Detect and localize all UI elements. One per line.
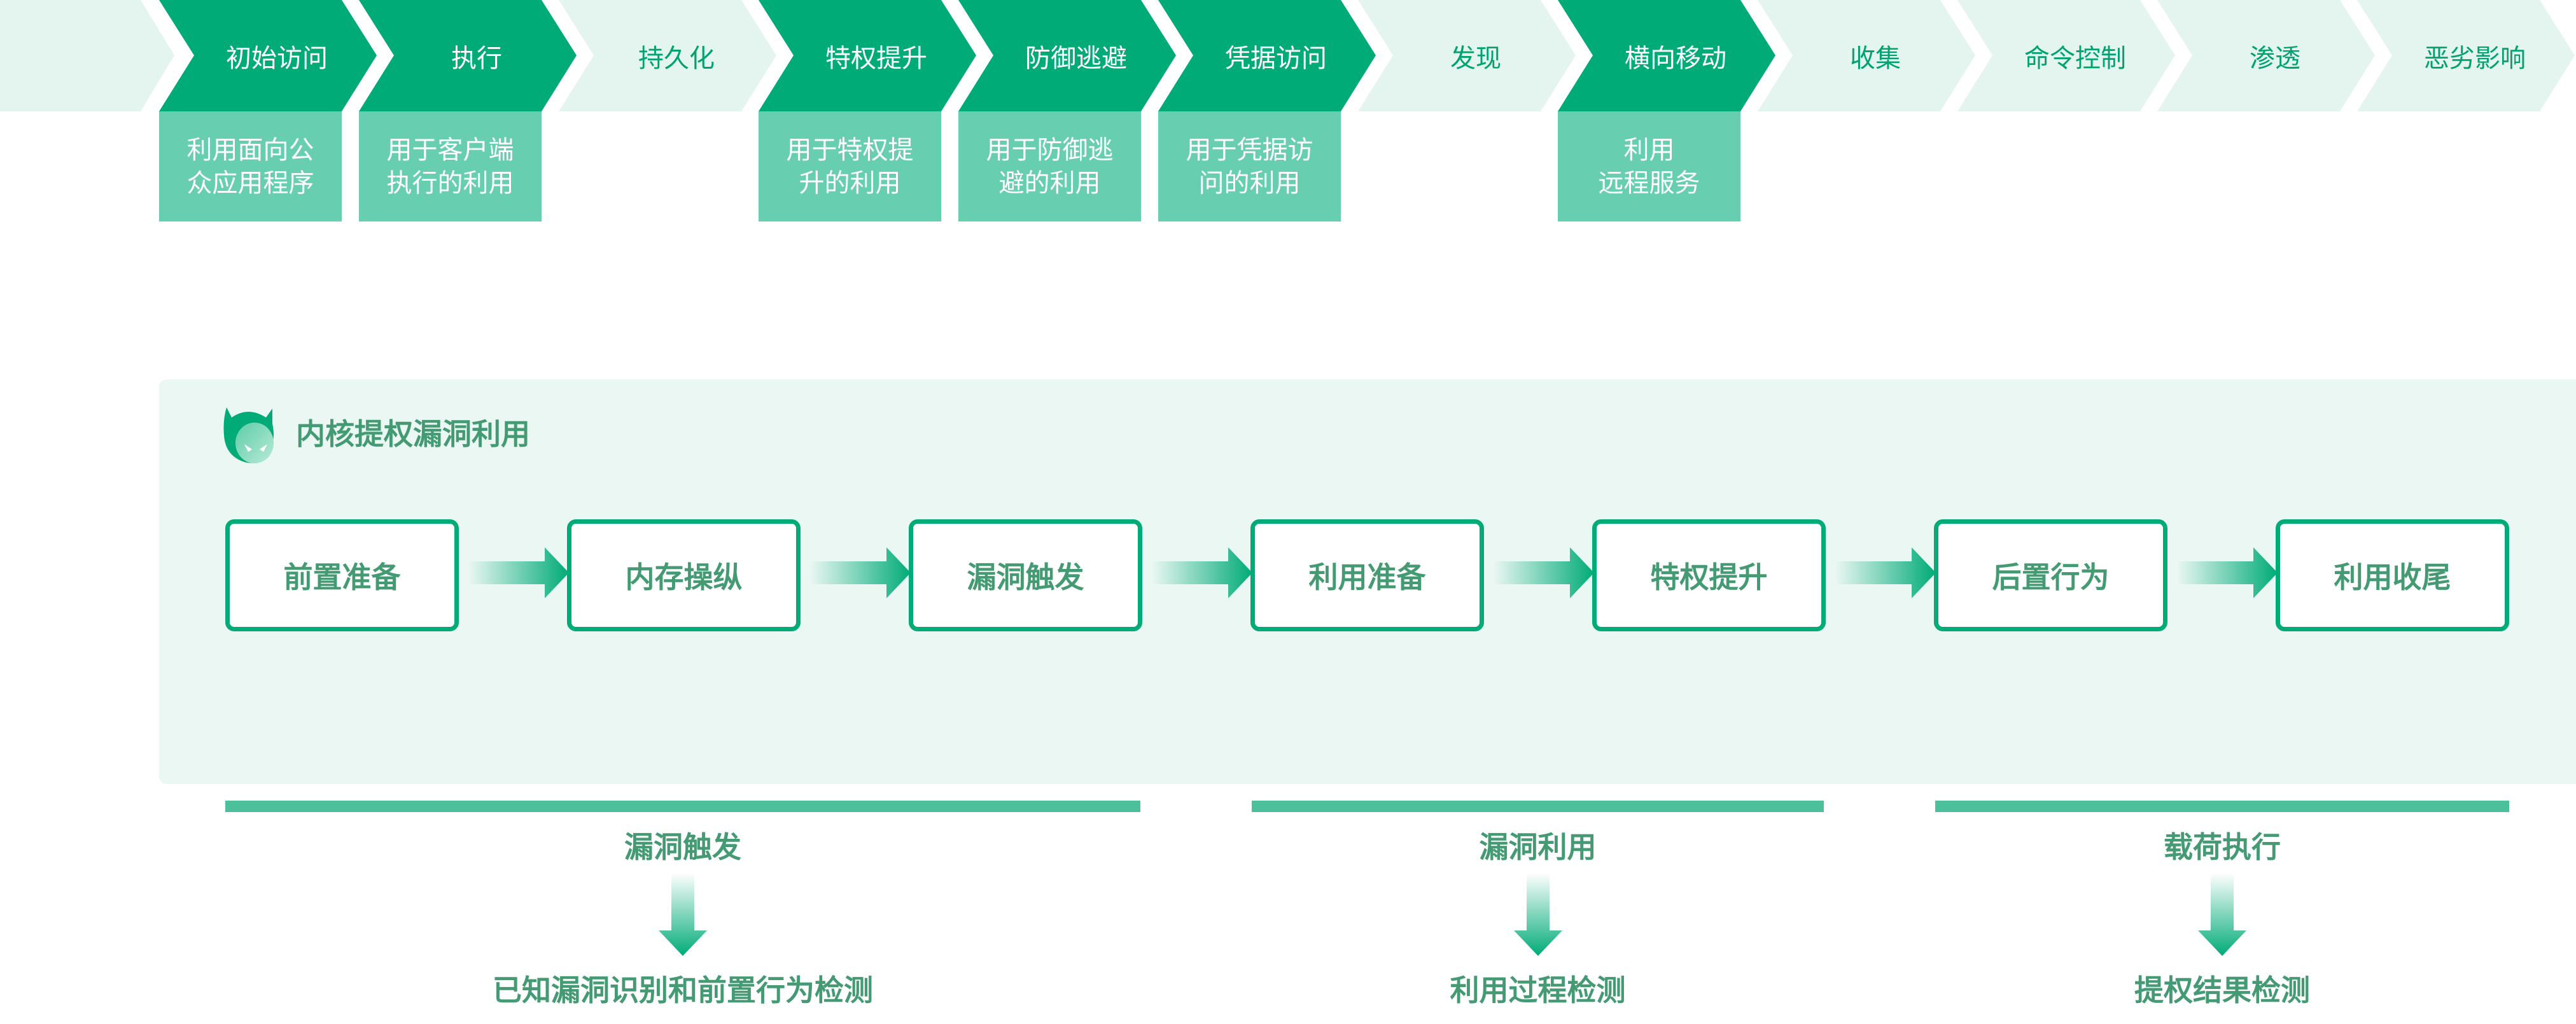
tactic-chevron[interactable]: 持久化 (559, 0, 776, 111)
tactic-chevron[interactable]: 防御逃避 (958, 0, 1176, 111)
phase-label: 漏洞触发 (624, 830, 741, 864)
devil-mask-icon (223, 407, 274, 463)
technique-box[interactable]: 用于特权提升的利用 (759, 111, 941, 221)
tactic-label: 恶劣影响 (2424, 43, 2526, 73)
arrow-right-icon (1835, 547, 1936, 598)
technique-line: 用于客户端 (386, 135, 514, 165)
detection-label: 提权结果检测 (2134, 973, 2310, 1007)
tactic-label: 特权提升 (825, 43, 927, 73)
tactic-chevron[interactable]: 执行 (359, 0, 577, 111)
phase-label: 载荷执行 (2164, 830, 2281, 864)
tactic-label: 初始访问 (226, 43, 328, 73)
tactic-chevron[interactable]: 横向移动 (1558, 0, 1775, 111)
tactic-label: 执行 (451, 43, 502, 73)
tactic-label: 渗透 (2250, 43, 2300, 73)
flow-step-box: 利用收尾 (2276, 519, 2509, 631)
tactic-label: 命令控制 (2024, 43, 2126, 73)
tactic-label: 凭据访问 (1225, 43, 1327, 73)
tactic-label: 持久化 (638, 43, 715, 73)
tactic-chevron[interactable]: 恶劣影响 (2357, 0, 2575, 111)
tactic-chevron[interactable]: 收集 (1758, 0, 1975, 111)
technique-line: 问的利用 (1198, 168, 1301, 198)
flow-step-box: 内存操纵 (567, 519, 801, 631)
technique-box[interactable]: 用于防御逃避的利用 (958, 111, 1141, 221)
phase-label: 漏洞利用 (1479, 830, 1597, 864)
technique-line: 执行的利用 (386, 168, 514, 198)
tactic-label: 收集 (1850, 43, 1901, 73)
arrow-down-icon (2198, 873, 2246, 956)
arrow-down-icon (1513, 873, 1562, 956)
tactic-chevron[interactable]: 渗透 (2157, 0, 2375, 111)
technique-box[interactable]: 用于凭据访问的利用 (1158, 111, 1341, 221)
technique-line: 用于凭据访 (1186, 135, 1313, 165)
tactic-label: 发现 (1450, 43, 1501, 73)
technique-line: 避的利用 (998, 168, 1101, 198)
arrow-right-icon (810, 547, 911, 598)
arrow-right-icon (2177, 547, 2278, 598)
panel-title: 内核提权漏洞利用 (296, 417, 530, 451)
phase-bar (225, 801, 1140, 812)
arrow-right-icon (468, 547, 569, 598)
flow-step-box: 后置行为 (1934, 519, 2167, 631)
technique-line: 升的利用 (799, 168, 901, 198)
tactic-chevron-start (0, 0, 174, 111)
technique-box[interactable]: 利用面向公众应用程序 (159, 111, 342, 221)
technique-line: 众应用程序 (186, 168, 314, 198)
detection-label: 已知漏洞识别和前置行为检测 (493, 973, 873, 1007)
technique-box[interactable]: 利用远程服务 (1558, 111, 1740, 221)
technique-line: 利用 (1623, 135, 1675, 165)
tactic-chevron[interactable]: 发现 (1358, 0, 1576, 111)
tactic-chevron[interactable]: 凭据访问 (1158, 0, 1376, 111)
phase-bar (1935, 801, 2509, 812)
technique-box[interactable]: 用于客户端执行的利用 (359, 111, 542, 221)
phase-bar (1252, 801, 1824, 812)
flow-step-box: 漏洞触发 (909, 519, 1142, 631)
arrow-right-icon (1152, 547, 1252, 598)
flow-step-box: 利用准备 (1250, 519, 1484, 631)
tactic-chevron[interactable]: 初始访问 (159, 0, 377, 111)
flow-step-box: 特权提升 (1592, 519, 1826, 631)
arrow-right-icon (1494, 547, 1594, 598)
technique-line: 用于特权提 (786, 135, 914, 165)
technique-line: 用于防御逃 (986, 135, 1114, 165)
detection-label: 利用过程检测 (1450, 973, 1626, 1007)
technique-line: 利用面向公 (186, 135, 314, 165)
tactic-label: 防御逃避 (1025, 43, 1127, 73)
arrow-down-icon (659, 873, 707, 956)
flow-step-box: 前置准备 (225, 519, 459, 631)
tactic-chevron[interactable]: 特权提升 (759, 0, 976, 111)
technique-line: 远程服务 (1598, 168, 1700, 198)
tactic-label: 横向移动 (1625, 43, 1726, 73)
tactic-chevron[interactable]: 命令控制 (1957, 0, 2175, 111)
